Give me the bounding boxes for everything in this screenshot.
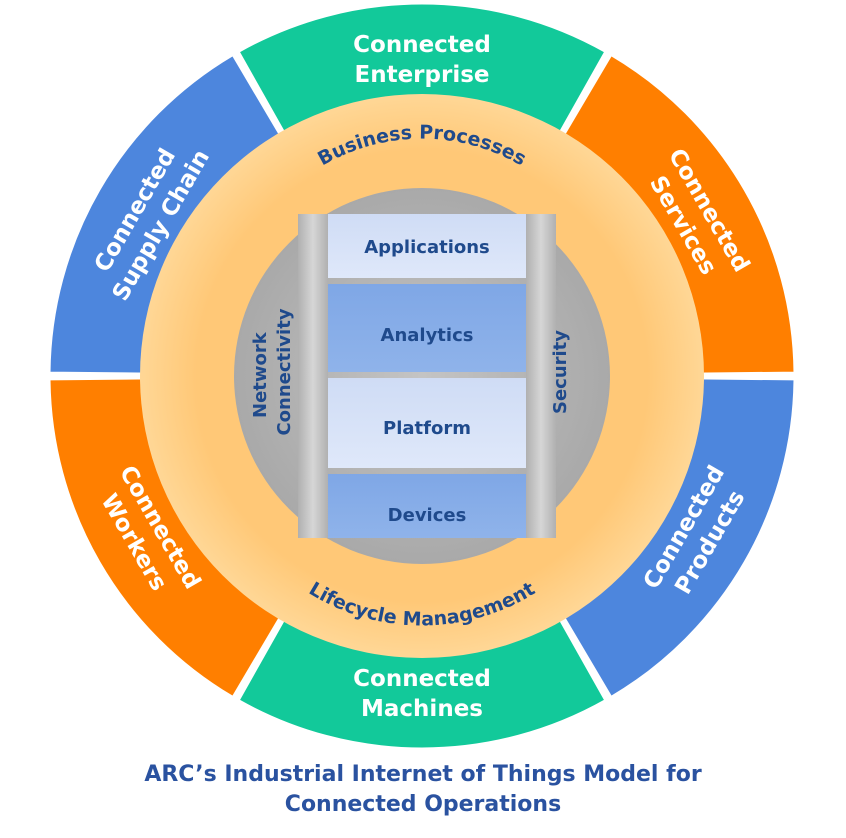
applications-layer: Applications bbox=[328, 214, 526, 278]
analytics-layer: Analytics bbox=[328, 284, 526, 372]
platform-layer: Platform bbox=[328, 378, 526, 468]
security-label: Security bbox=[550, 330, 571, 414]
network-connectivity-label: Network Connectivity bbox=[250, 308, 295, 435]
devices-layer: Devices bbox=[328, 474, 526, 538]
caption-line-1: ARC’s Industrial Internet of Things Mode… bbox=[144, 762, 702, 787]
network-connectivity-bar bbox=[298, 214, 328, 538]
caption-line-2: Connected Operations bbox=[284, 792, 562, 817]
analytics-label: Analytics bbox=[381, 325, 474, 346]
applications-label: Applications bbox=[364, 237, 490, 258]
devices-label: Devices bbox=[388, 505, 467, 526]
security-bar bbox=[526, 214, 556, 538]
platform-label: Platform bbox=[383, 418, 471, 439]
